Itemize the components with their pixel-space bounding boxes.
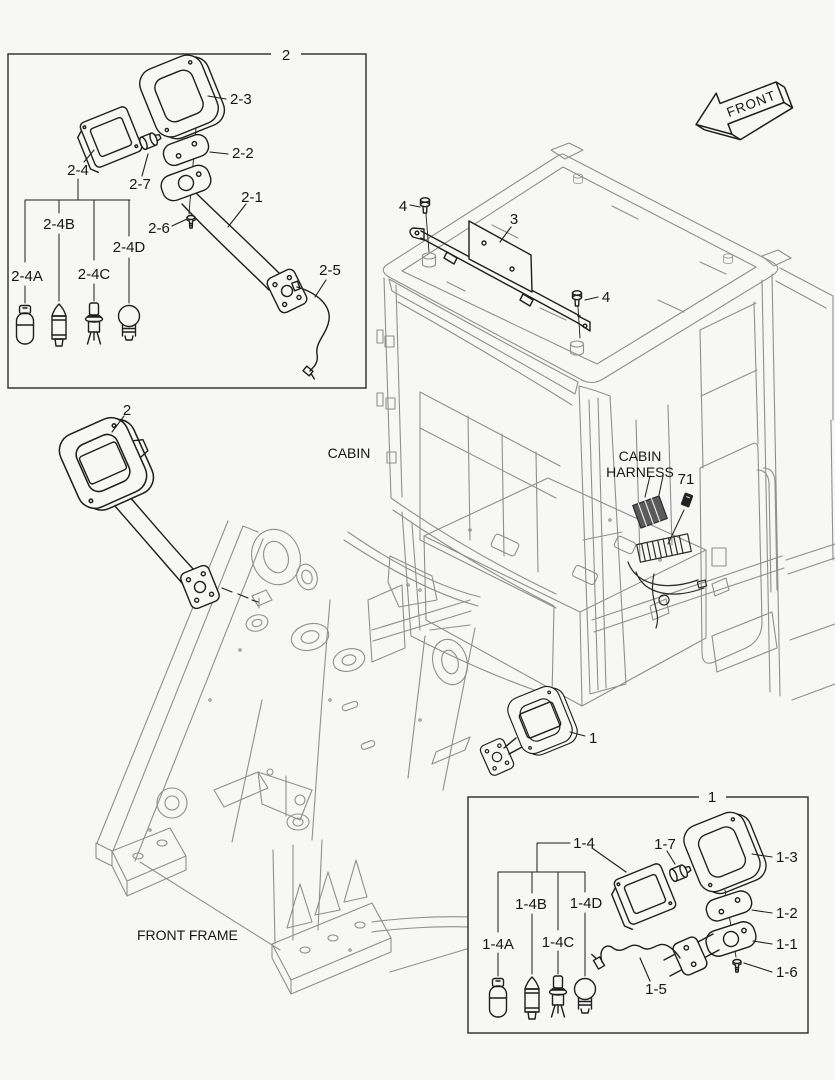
rear-lamp-assembly-main: [478, 680, 586, 778]
cabin-label: CABIN: [328, 445, 371, 461]
callout-mounting-plate: 3: [510, 211, 518, 228]
inset-rear-lamp-box-label: 1: [708, 789, 716, 806]
cabin-harness-label-line1: CABIN: [619, 448, 662, 464]
bulb-label-d: 2-4D: [113, 239, 146, 256]
callout-knob: 2-7: [129, 176, 151, 193]
bulb-label-b: 2-4B: [43, 216, 75, 233]
front-lamp-assembly-main: [52, 409, 259, 611]
bulb-label-c: 2-4C: [78, 266, 111, 283]
front-direction-arrow: FRONT: [695, 81, 794, 141]
callout-lamp: 2-4: [67, 162, 89, 179]
callout-harness: 2-5: [319, 262, 341, 279]
main-labels: CABIN FRONT FRAME CABIN HARNESS 2 1 3 4 …: [123, 198, 695, 943]
callout-ring: 2-3: [230, 91, 252, 108]
callout-rear-lamp-group: 1: [589, 730, 597, 747]
inset-rear-lamp: 1 1-4 1-7 1-3 1-2 1-1 1-6 1-5 1-4B 1-4D …: [467, 789, 809, 1034]
bulb-label-a: 1-4A: [482, 936, 514, 953]
callout-front-lamp-group: 2: [123, 402, 131, 419]
callout-bracket: 2-1: [241, 189, 263, 206]
inset-front-lamp-box-label: 2: [282, 47, 290, 64]
cabin-harness-label-line2: HARNESS: [606, 464, 674, 480]
work-lamp-icon: [503, 680, 582, 762]
callout-screw: 2-6: [148, 220, 170, 237]
work-lamp-icon: [52, 409, 160, 519]
wire-harness-icon: [591, 943, 681, 970]
bulb-label-c: 1-4C: [542, 934, 575, 951]
callout-knob: 1-7: [654, 836, 676, 853]
bulb-label-b: 1-4B: [515, 896, 547, 913]
front-frame-label: FRONT FRAME: [137, 927, 238, 943]
callout-bracket: 1-1: [776, 936, 798, 953]
bulb-label-d: 1-4D: [570, 895, 603, 912]
callout-harness: 1-5: [645, 981, 667, 998]
front-frame-drawing: [95, 520, 476, 995]
cabin-harness-drawing: [627, 475, 708, 629]
bolt-icon: [571, 290, 583, 307]
callout-ring: 1-3: [776, 849, 798, 866]
callout-cover: 2-2: [232, 145, 254, 162]
callout-lamp: 1-4: [573, 835, 595, 852]
connector-icon: [680, 492, 694, 508]
inset-front-lamp: 2 2-3 2-2 2-1 2-4 2-7 2-6 2-5 2-4B 2-4D …: [7, 45, 367, 389]
bolt-icon: [419, 197, 431, 214]
bulb-label-a: 2-4A: [11, 268, 43, 285]
callout-harness-connector: 71: [678, 471, 695, 488]
callout-cover: 1-2: [776, 905, 798, 922]
callout-screw: 1-6: [776, 964, 798, 981]
callout-bolt-right: 4: [602, 289, 610, 306]
callout-bolt-left: 4: [399, 198, 407, 215]
cabin-drawing: [343, 142, 835, 707]
wire-harness-icon: [291, 280, 330, 380]
roof-mount-kit: [409, 197, 599, 339]
